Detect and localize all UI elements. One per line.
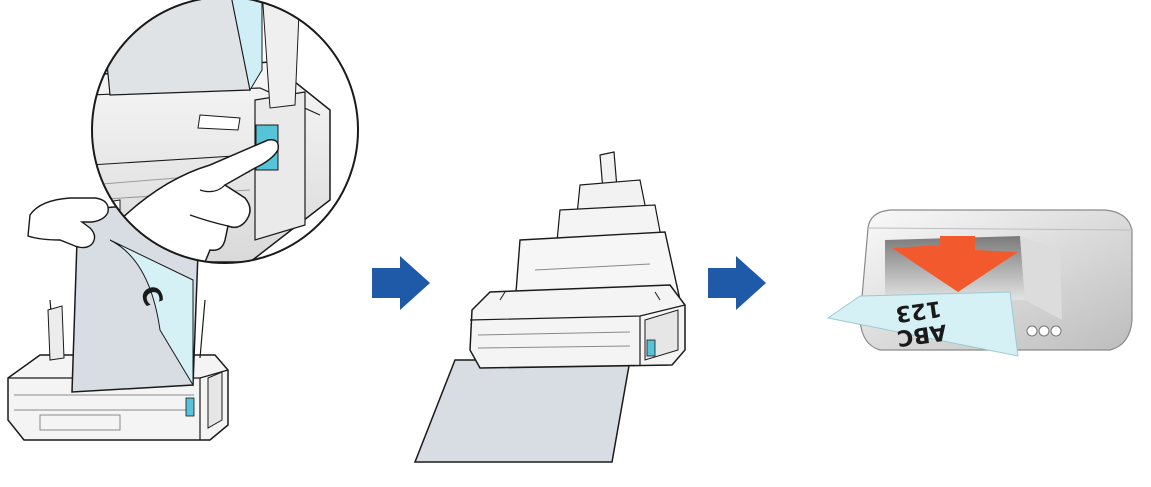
scan-button	[185, 397, 195, 417]
scanner-finger-press-icon: C	[7, 0, 359, 441]
printed-text: ABC 123	[894, 295, 948, 350]
hand-icon	[27, 197, 109, 249]
scanner-feeding-icon	[413, 151, 686, 463]
scan-button	[646, 339, 656, 357]
printer-output-icon: ABC 123	[826, 209, 1133, 357]
printed-sheet	[826, 291, 1019, 357]
print-direction-arrow	[892, 236, 1018, 292]
arrow-right-icon	[372, 256, 430, 310]
magnified-view	[91, 0, 359, 264]
scanned-sheet	[413, 359, 631, 463]
arrow-right-icon	[708, 256, 766, 310]
